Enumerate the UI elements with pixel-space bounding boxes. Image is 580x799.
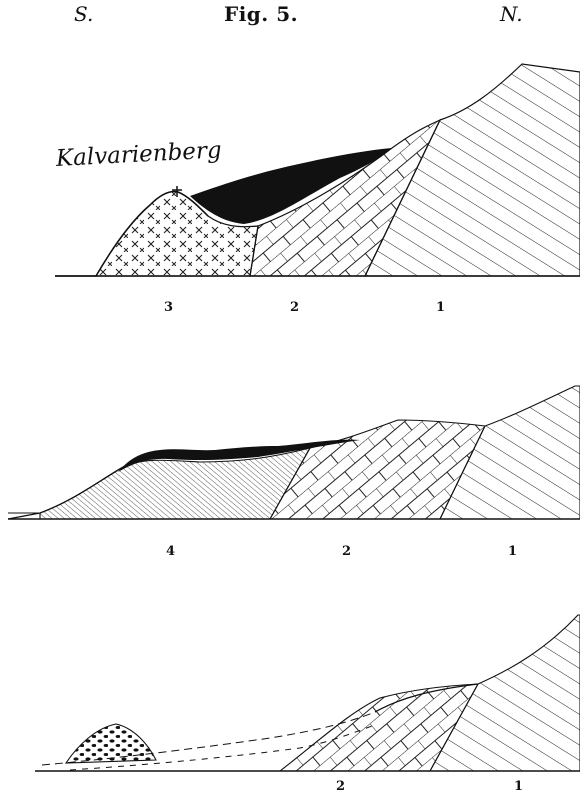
section-3-label-1: 1: [514, 779, 523, 795]
section-2-label-2: 2: [342, 544, 351, 560]
section-2: [8, 386, 580, 519]
section-2-label-4: 4: [166, 544, 175, 560]
section-2-label-1: 1: [508, 544, 517, 560]
section-1: [55, 64, 580, 276]
section-3-label-2: 2: [336, 779, 345, 795]
section-1-label-3: 3: [164, 300, 173, 316]
conglomerate-mound: [66, 724, 156, 763]
section-3: [35, 615, 580, 771]
section-1-label-2: 2: [290, 300, 299, 316]
section-1-label-1: 1: [436, 300, 445, 316]
